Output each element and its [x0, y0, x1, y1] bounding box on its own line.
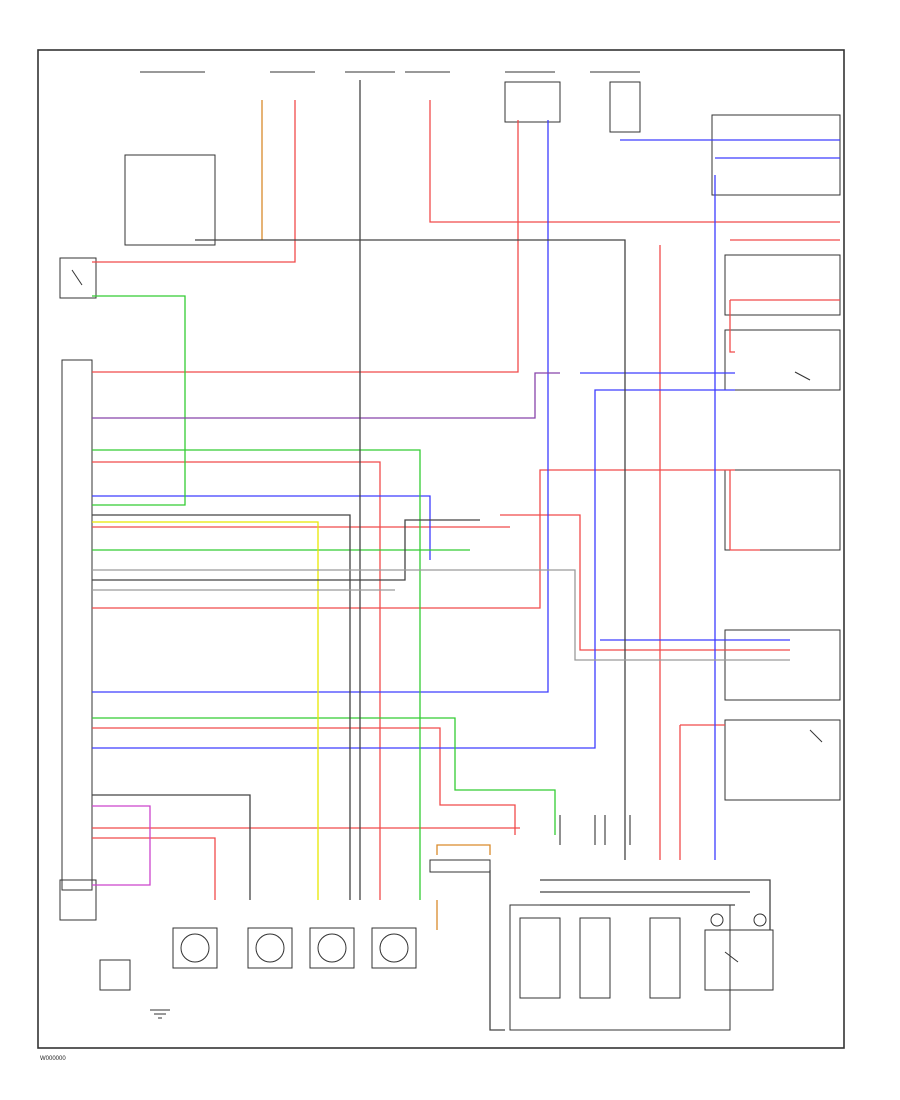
wires-black [92, 80, 771, 1031]
connector-pins [559, 815, 631, 845]
motor-relay [704, 913, 774, 991]
switch-icon [724, 951, 739, 963]
combination-meter [711, 114, 841, 196]
parking-brake-switch [59, 879, 97, 921]
stop-lamp-switch [59, 257, 97, 299]
speed-sensor-icon [371, 927, 417, 969]
data-link-connector [724, 254, 841, 316]
stability-switch [724, 469, 841, 551]
ground-icon [150, 1009, 170, 1019]
speed-sensor-icon [172, 927, 218, 969]
speed-sensor-group [172, 927, 417, 969]
wires-violet [92, 372, 560, 419]
wires-pink [92, 805, 151, 886]
brake-fluid-switch [99, 959, 131, 991]
sensor-connector [429, 859, 491, 873]
switch-icon [809, 729, 823, 743]
relay-icon [710, 913, 724, 927]
diagram-code: W000000 [40, 1056, 66, 1062]
brake-actuator [509, 904, 731, 1031]
cruise-switch [124, 154, 216, 246]
switch-icon [71, 269, 83, 286]
yaw-rate-sensor [724, 629, 841, 701]
right-brake-switch [724, 329, 841, 391]
speed-sensor-icon [247, 927, 293, 969]
abs-control-module [61, 359, 93, 891]
wires-yellow [92, 521, 319, 900]
diagram-border [37, 49, 845, 1049]
wires-orange [261, 100, 491, 930]
wires-blue [92, 120, 840, 860]
switch-icon [794, 371, 811, 381]
wires-red [92, 100, 840, 900]
wires-gray [92, 569, 790, 661]
fuse-block-group [140, 71, 641, 133]
speed-sensor-icon [309, 927, 355, 969]
wires-green [92, 295, 556, 900]
brake-warning-unit [724, 719, 841, 801]
